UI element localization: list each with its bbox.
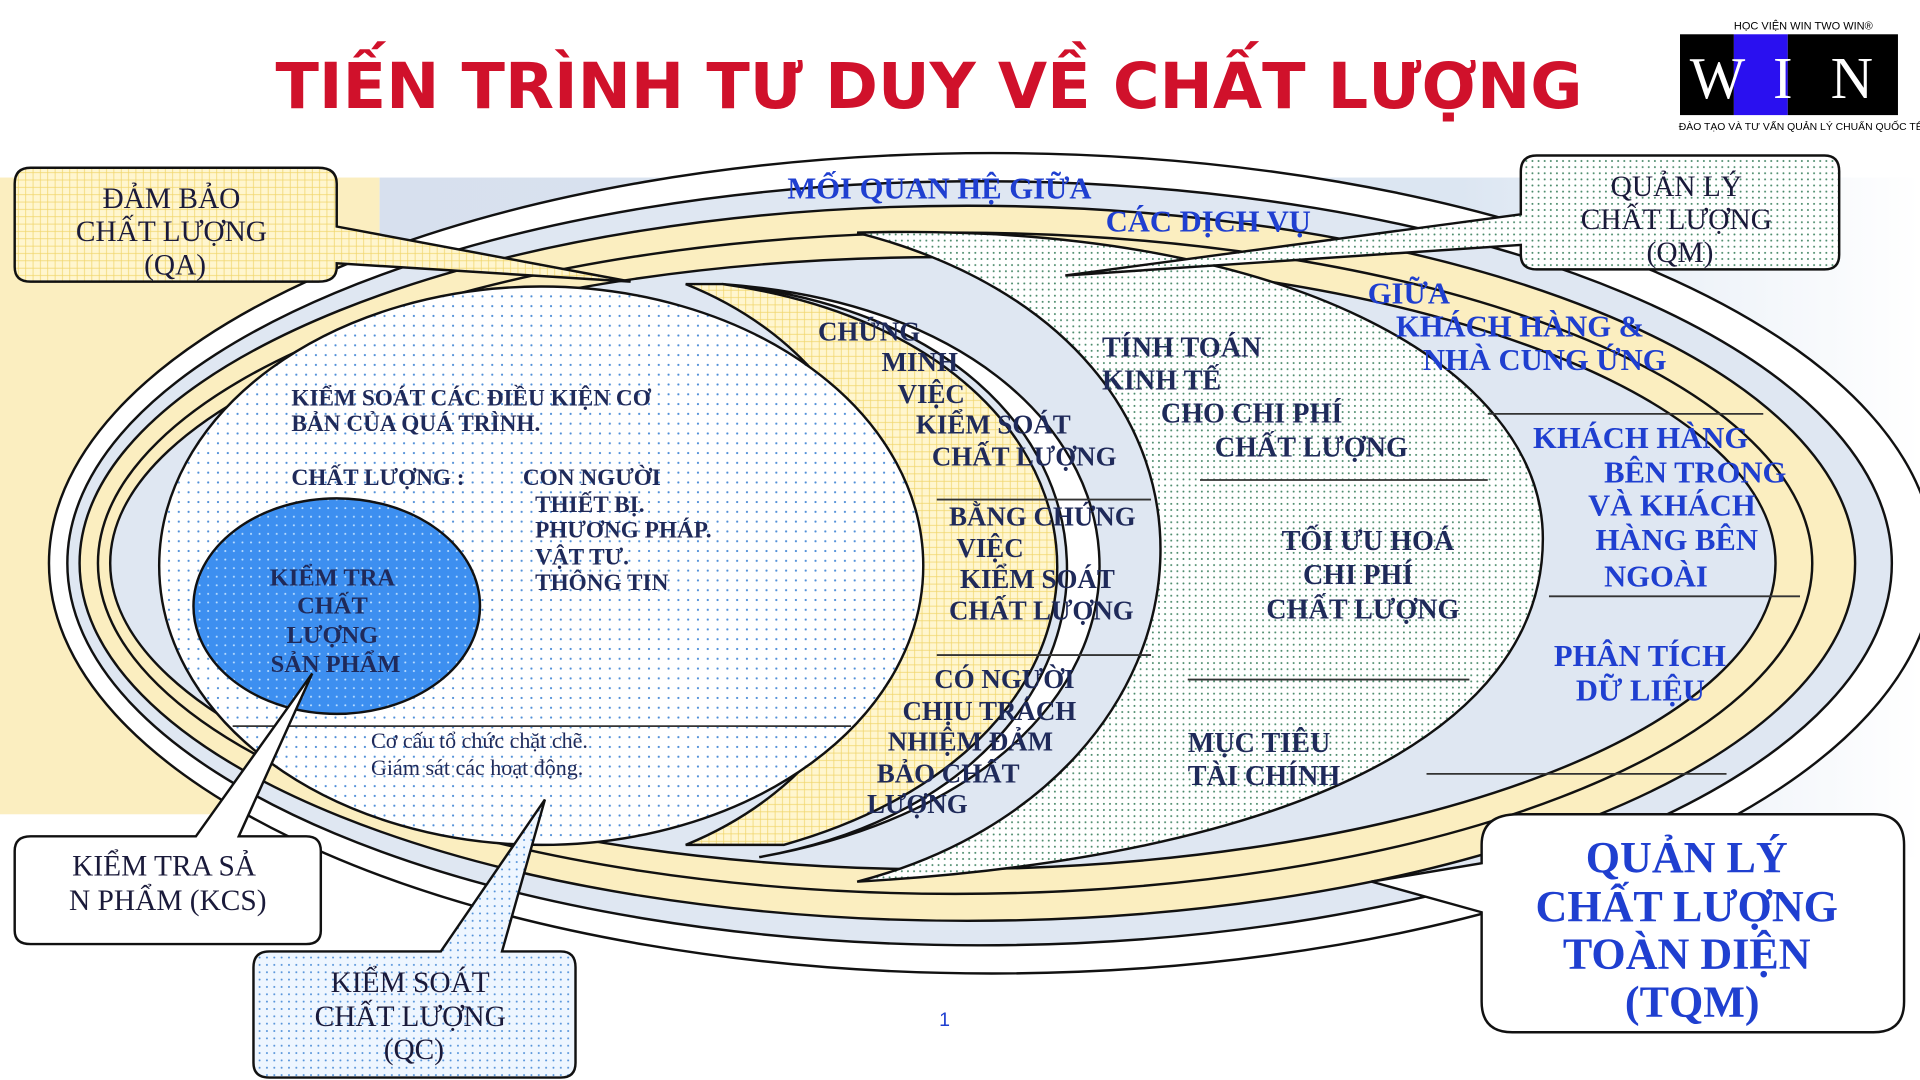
callout-qc: KIỂM SOÁT CHẤT LƯỢNG (QC) [252, 798, 577, 1079]
callout-tqm: QUẢN LÝ CHẤT LƯỢNG TOÀN DIỆN (TQM) [1371, 813, 1906, 1034]
svg-text:QUẢN LÝ CHẤT LƯỢNG: QUẢN LÝ CHẤT LƯỢNG TOÀN DIỆN (TQM) [1535, 833, 1849, 1026]
responsible-label: CÓ NGƯỜI CHỊU TRÁCH NHIỆM ĐẢM BẢO CHẤT L… [867, 664, 1083, 819]
relation-label: MỐI QUAN HỆ GIỮA CÁC DỊCH VỤ [787, 169, 1311, 238]
page-title: TIẾN TRÌNH TƯ DUY VỀ CHẤT LƯỢNG [276, 40, 1583, 124]
svg-text:ĐÀO TẠO VÀ TƯ VẤN QUẢN LÝ CHUẨ: ĐÀO TẠO VÀ TƯ VẤN QUẢN LÝ CHUẨN QUỐC TẾ [1679, 119, 1920, 133]
svg-text:KIỂM SOÁT CHẤT LƯỢNG: KIỂM SOÁT CHẤT LƯỢNG (QC) [315, 966, 514, 1066]
callout-kcs: KIỂM TRA SẢ N PHẨM (KCS) [13, 672, 323, 946]
svg-text:HỌC VIỆN WIN TWO WIN®: HỌC VIỆN WIN TWO WIN® [1734, 19, 1873, 32]
win-logo: HỌC VIỆN WIN TWO WIN® W I N ĐÀO TẠO VÀ T… [1679, 19, 1920, 132]
white-band [722, 282, 1101, 859]
svg-text:W: W [1690, 46, 1746, 111]
organization-notes: Cơ cấu tổ chức chặt chẽ. Giám sát các ho… [371, 728, 593, 780]
optimize-label: TỐI ƯU HOÁ CHI PHÍ CHẤT LƯỢNG [1266, 525, 1461, 626]
analysis-label: PHÂN TÍCH DỮ LIỆU [1554, 638, 1734, 707]
page-number: 1 [939, 1009, 950, 1031]
evidence-label: BẰNG CHỨNG VIỆC KIỂM SOÁT CHẤT LƯỢNG [949, 500, 1142, 625]
svg-text:QUẢN LÝ CHẤT LƯỢNG: QUẢN LÝ CHẤT LƯỢNG (QM) [1581, 170, 1780, 269]
between-label: GIỮA KHÁCH HÀNG & NHÀ CUNG ỨNG [1368, 275, 1667, 377]
factors-list: CON NGƯỜI THIẾT BỊ. PHƯƠNG PHÁP. VẬT TƯ.… [523, 464, 718, 596]
callout-qa: ĐẢM BẢO CHẤT LƯỢNG (QA) [13, 166, 631, 283]
circle-label: KIỂM TRA CHẤT LƯỢNG SẢN PHẨM [270, 562, 401, 678]
svg-text:I: I [1773, 46, 1793, 111]
proof-control-label: CHỨNG MINH VIỆC KIỂM SOÁT CHẤT LƯỢNG [818, 316, 1117, 471]
customers-label: KHÁCH HÀNG BÊN TRONG VÀ KHÁCH HÀNG BÊN N… [1533, 420, 1794, 593]
svg-text:N: N [1831, 46, 1873, 111]
finance-label: MỤC TIÊU TÀI CHÍNH [1188, 728, 1341, 792]
product-inspection-circle [192, 497, 482, 716]
callout-qm: QUẢN LÝ CHẤT LƯỢNG (QM) [1065, 154, 1841, 277]
green-crescent [856, 230, 1545, 883]
control-conditions-label: KIỂM SOÁT CÁC ĐIỀU KIỆN CƠ BẢN CỦA QUÁ T… [291, 384, 656, 437]
quality-label: CHẤT LƯỢNG : [291, 464, 464, 491]
svg-text:ĐẢM BẢO CHẤT LƯỢNG: ĐẢM BẢO CHẤT LƯỢNG (QA) [76, 183, 275, 281]
svg-text:KIỂM TRA SẢ N PHẨM (KCS: KIỂM TRA SẢ N PHẨM (KCS) [69, 850, 267, 917]
economics-label: TÍNH TOÁN KINH TẾ CHO CHI PHÍ CHẤT LƯỢNG [1102, 332, 1408, 463]
